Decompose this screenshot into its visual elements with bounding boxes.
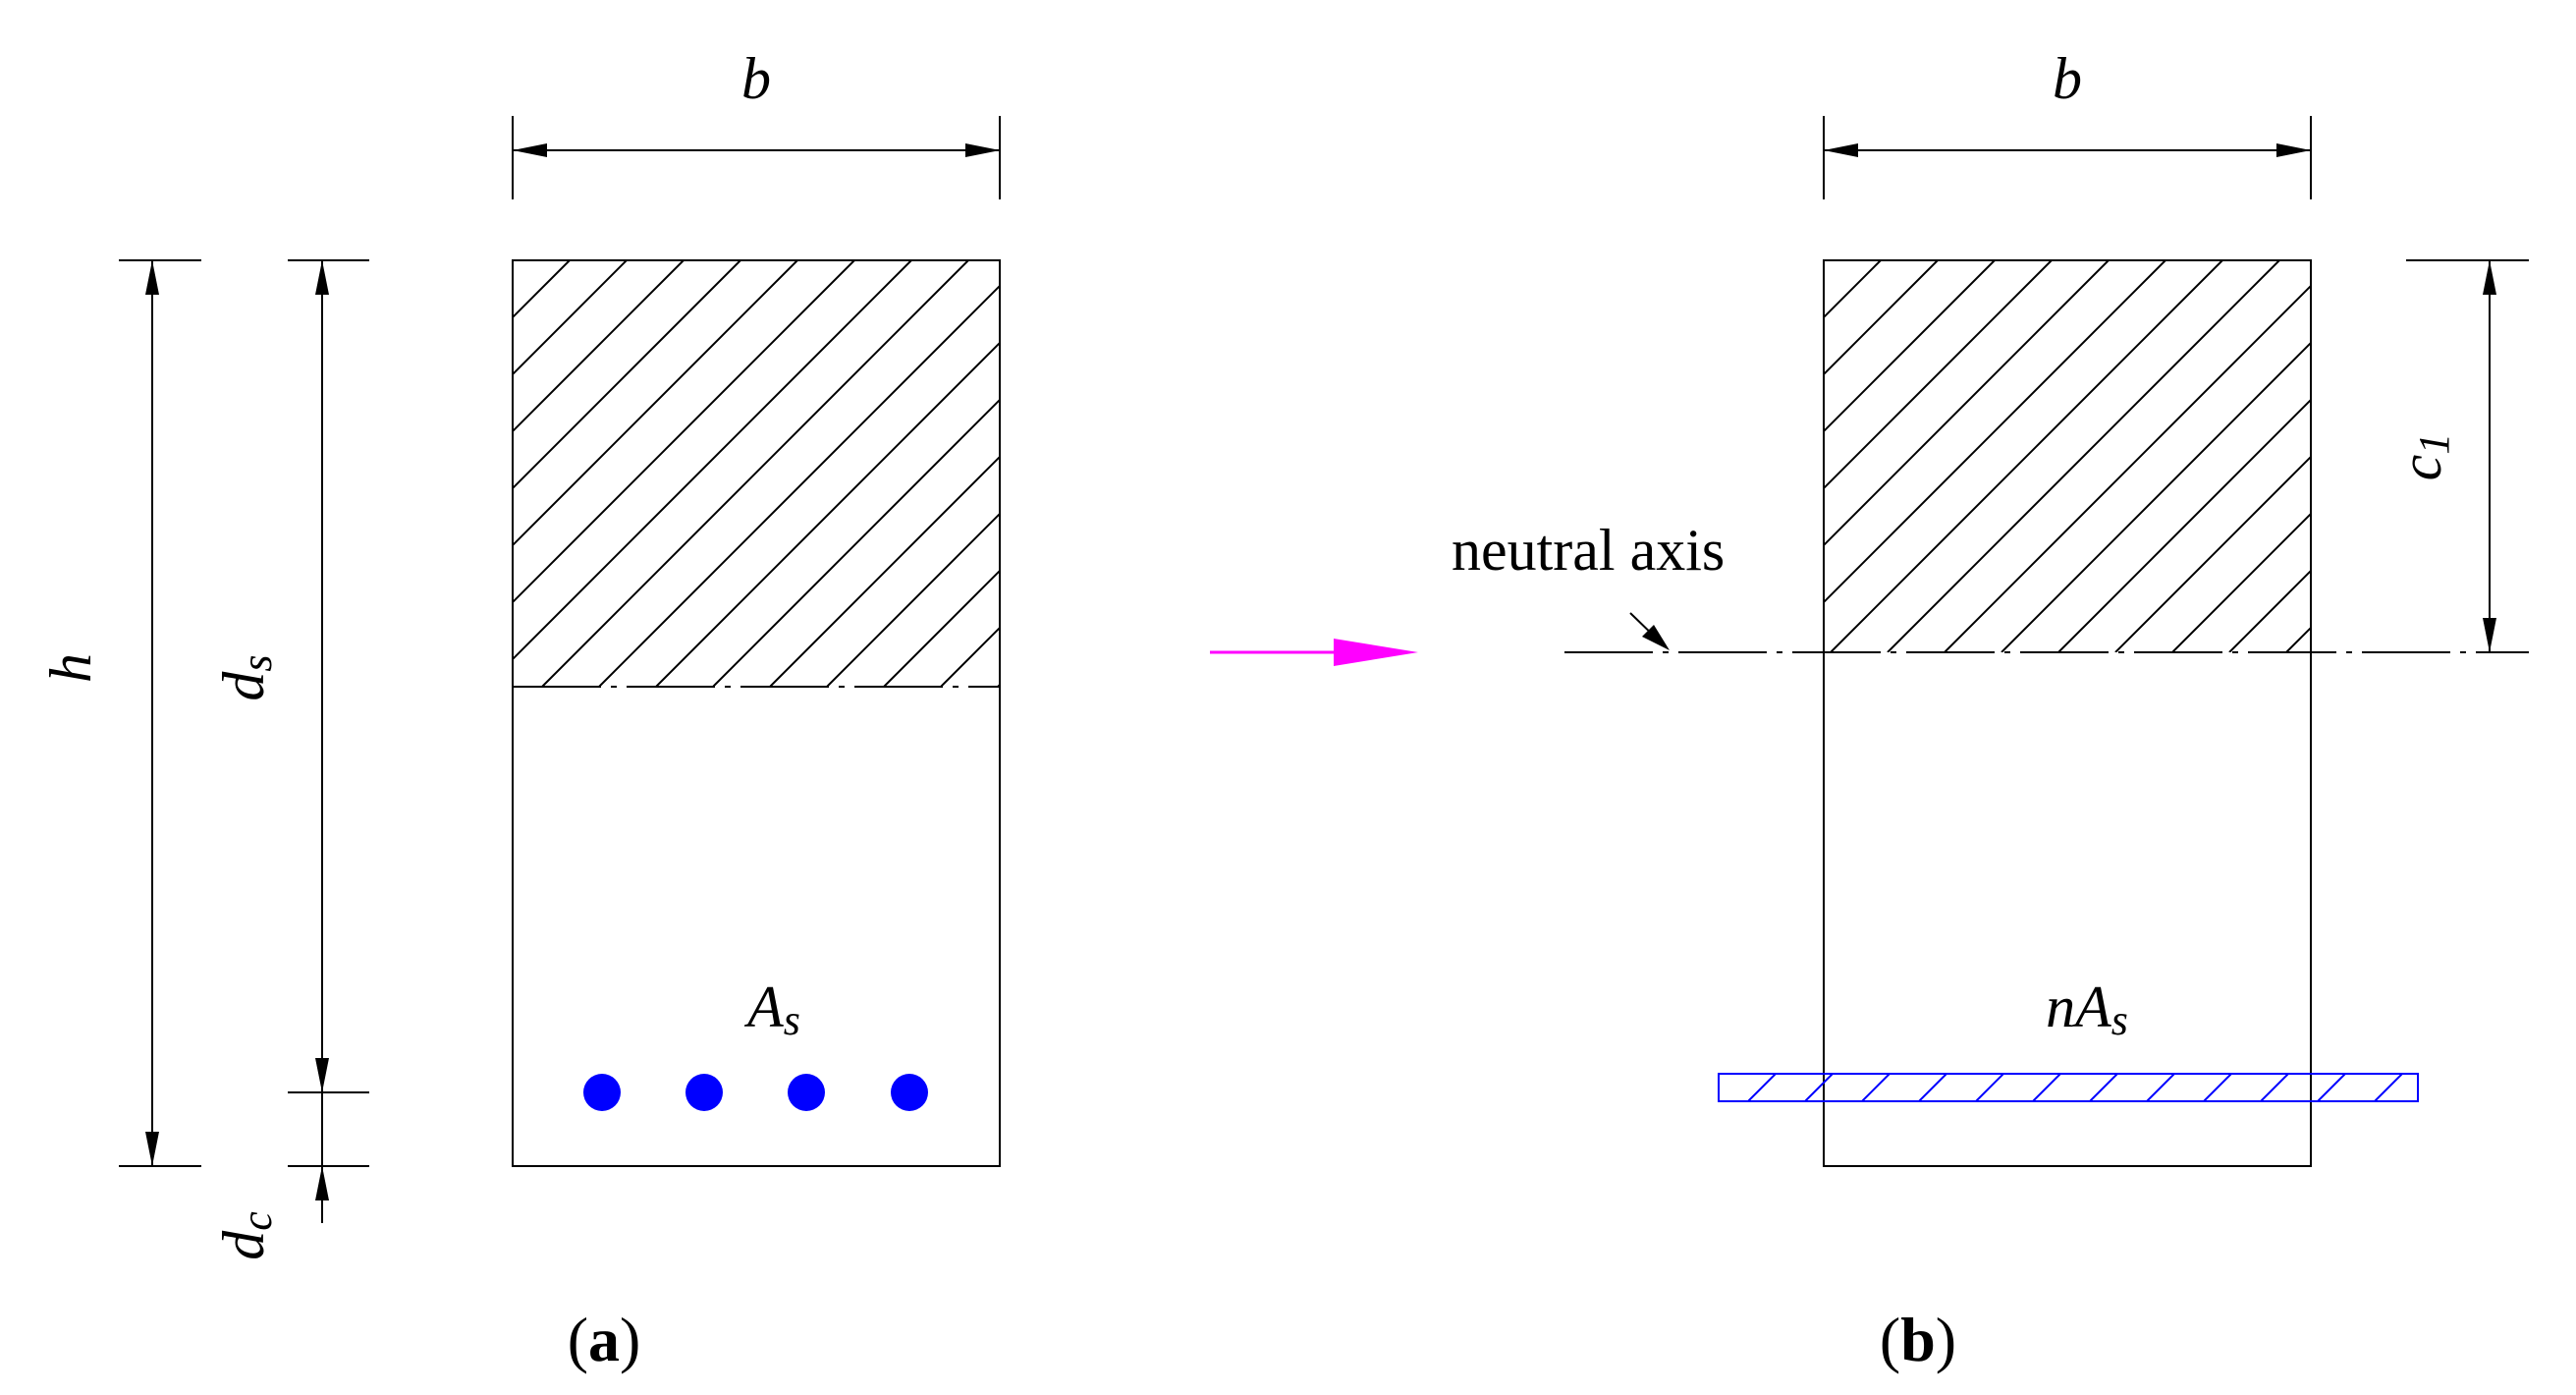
- hatch-line: [2228, 569, 2311, 652]
- hatch-line: [2514, 260, 2576, 652]
- label-b-b: b: [2053, 46, 2082, 111]
- panel-b: b c1 neutral axis nAs (b): [1452, 46, 2576, 1374]
- hatch-line: [2432, 1074, 2459, 1101]
- section-b-outline: [1823, 259, 2312, 1167]
- transformed-steel-hatch: [1719, 1074, 2459, 1101]
- hatch-line: [1824, 260, 1882, 319]
- dimension-c1: [2406, 259, 2529, 652]
- hatch-line: [513, 260, 912, 661]
- hatch-line: [997, 683, 1000, 687]
- caption-a: (a): [568, 1305, 641, 1374]
- hatch-line: [1824, 260, 2166, 604]
- hatch-line: [1804, 1074, 1834, 1101]
- label-As: As: [743, 975, 800, 1044]
- hatch-line: [1055, 260, 1481, 687]
- hatch-line: [883, 569, 1000, 687]
- dimension-b-a: [512, 116, 1001, 199]
- hatch-line: [513, 260, 741, 490]
- label-h: h: [38, 653, 103, 683]
- hatch-line: [2260, 1074, 2289, 1101]
- hatch-line: [2343, 260, 2576, 652]
- label-b-a: b: [741, 46, 771, 111]
- rebar: [583, 1074, 621, 1111]
- hatch-line: [1226, 260, 1652, 687]
- label-dc: dc: [211, 1211, 281, 1260]
- hatch-line: [513, 260, 685, 433]
- hatch-line: [2317, 1074, 2346, 1101]
- hatch-line: [541, 260, 969, 687]
- hatch-line: [655, 341, 1000, 687]
- hatch-line: [1824, 260, 2110, 547]
- hatch-line: [1824, 260, 1825, 262]
- hatch-line: [1944, 284, 2311, 652]
- hatch-line: [712, 398, 1000, 687]
- hatch-line: [2146, 1074, 2175, 1101]
- hatch-line: [1719, 1074, 1720, 1076]
- hatch-line: [2171, 512, 2311, 652]
- hatch-line: [1830, 260, 2223, 652]
- hatch-line: [2571, 260, 2576, 652]
- hatch-line: [1169, 260, 1595, 687]
- hatch-line: [2457, 260, 2576, 652]
- hatch-line: [513, 260, 798, 547]
- transformed-steel-strip: [1718, 1073, 2419, 1102]
- hatch-line: [2374, 1074, 2403, 1101]
- label-neutral-axis: neutral axis: [1452, 518, 1725, 583]
- hatch-line: [1861, 1074, 1891, 1101]
- hatch-line: [1975, 1074, 2004, 1101]
- hatch-line: [1747, 1074, 1777, 1101]
- hatch-line: [513, 260, 628, 376]
- hatch-line: [1112, 260, 1538, 687]
- section-a-outline: [512, 259, 1001, 1167]
- hatch-line: [2203, 1074, 2232, 1101]
- hatch-line: [2089, 1074, 2118, 1101]
- hatch-line: [513, 260, 514, 262]
- hatch-line: [1824, 260, 1939, 376]
- hatch-line: [2001, 341, 2311, 652]
- dimension-ds: [288, 259, 369, 1223]
- dimension-b-b: [1823, 116, 2312, 199]
- hatch-line: [513, 260, 855, 604]
- hatch-line: [1283, 260, 1709, 687]
- hatch-line: [2114, 455, 2311, 652]
- compression-zone-hatch-b: [1824, 260, 2576, 652]
- hatch-line: [513, 260, 571, 319]
- rebar: [685, 1074, 723, 1111]
- hatch-line: [2057, 398, 2311, 652]
- compression-zone-hatch-a: [513, 260, 1823, 687]
- hatch-line: [1340, 260, 1766, 687]
- hatch-line: [940, 626, 1000, 687]
- panel-a: b h ds dc As (a): [38, 46, 1823, 1374]
- dimension-h: [119, 259, 201, 1167]
- hatch-line: [1887, 260, 2280, 652]
- neutral-axis-leader: [1629, 612, 1670, 650]
- arrow-right-icon: [1210, 639, 1418, 666]
- hatch-line: [2032, 1074, 2061, 1101]
- hatch-line: [769, 455, 1000, 687]
- label-nAs: nAs: [2046, 975, 2128, 1044]
- hatch-line: [1824, 260, 1996, 433]
- rebar: [788, 1074, 825, 1111]
- hatch-line: [598, 284, 1000, 687]
- label-c1: c1: [2388, 433, 2458, 481]
- caption-b: (b): [1880, 1305, 1956, 1374]
- hatch-line: [1918, 1074, 1947, 1101]
- hatch-line: [1397, 260, 1823, 687]
- hatch-line: [1824, 260, 2053, 490]
- rebar: [891, 1074, 928, 1111]
- label-ds: ds: [211, 654, 281, 700]
- hatch-line: [826, 512, 1000, 687]
